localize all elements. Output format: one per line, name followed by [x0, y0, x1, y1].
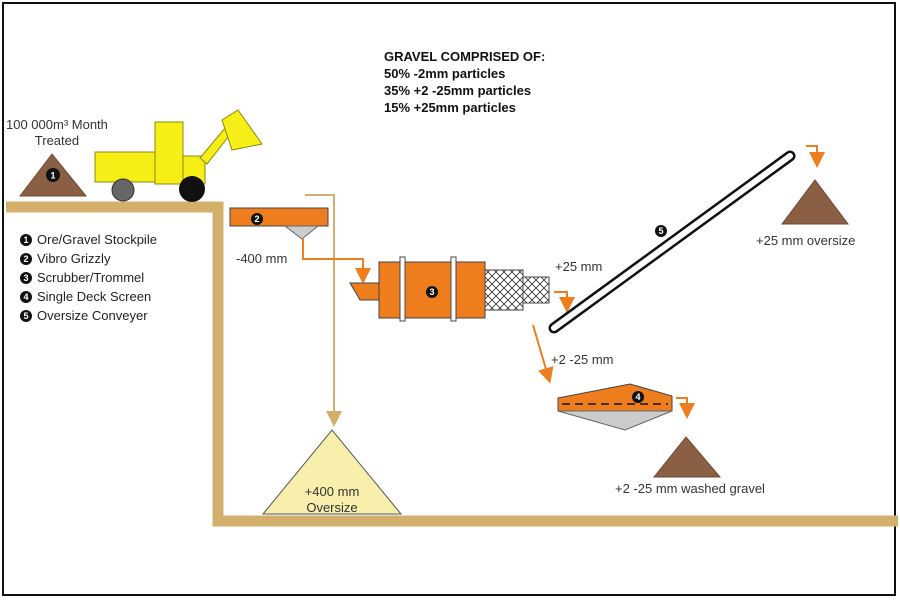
stockpile-treated-label: 100 000m³ Month Treated — [6, 117, 108, 148]
vibro-grizzly: 2 — [229, 207, 329, 240]
ground-line — [6, 201, 898, 527]
oversize-flow-line — [305, 194, 342, 427]
scrubber-trommel: 3 — [349, 256, 550, 322]
gravel-line: 50% -2mm particles — [384, 66, 506, 81]
scrubber-marker: 3 — [429, 287, 434, 297]
plus25-label: +25 mm — [555, 259, 603, 274]
grizzly-marker: 2 — [254, 214, 259, 224]
oversize-400-label: +400 mm Oversize — [304, 484, 360, 515]
conveyor-marker: 5 — [658, 226, 663, 236]
gravel-composition: GRAVEL COMPRISED OF: 50% -2mm particles … — [384, 48, 545, 116]
plus25-oversize-label: +25 mm oversize — [756, 233, 856, 248]
single-deck-screen: 4 — [557, 383, 673, 431]
oversize-400-pile — [261, 429, 403, 515]
screen-discharge-arrow — [676, 397, 695, 419]
plus25-oversize-pile — [781, 179, 849, 225]
gravel-heading: GRAVEL COMPRISED OF: — [384, 49, 546, 64]
plus2-25-flow-arrow — [532, 324, 554, 384]
gravel-line: 15% +25mm particles — [384, 100, 516, 115]
washed-gravel-pile — [652, 436, 722, 478]
conveyor-discharge-arrow — [806, 145, 825, 168]
minus400-label: -400 mm — [236, 251, 288, 266]
washed-gravel-label: +2 -25 mm washed gravel — [615, 481, 765, 496]
screen-marker: 4 — [635, 392, 640, 402]
gravel-line: 35% +2 -25mm particles — [384, 83, 532, 98]
stockpile-marker: 1 — [50, 171, 55, 181]
undersize-flow-line — [302, 239, 371, 284]
ore-gravel-stockpile: 1 — [18, 153, 88, 197]
plus25-flow-arrow — [554, 291, 575, 313]
oversize-conveyor: 5 — [548, 150, 796, 334]
plus2-25-label: +2 -25 mm — [551, 352, 614, 367]
front-loader — [94, 109, 263, 202]
